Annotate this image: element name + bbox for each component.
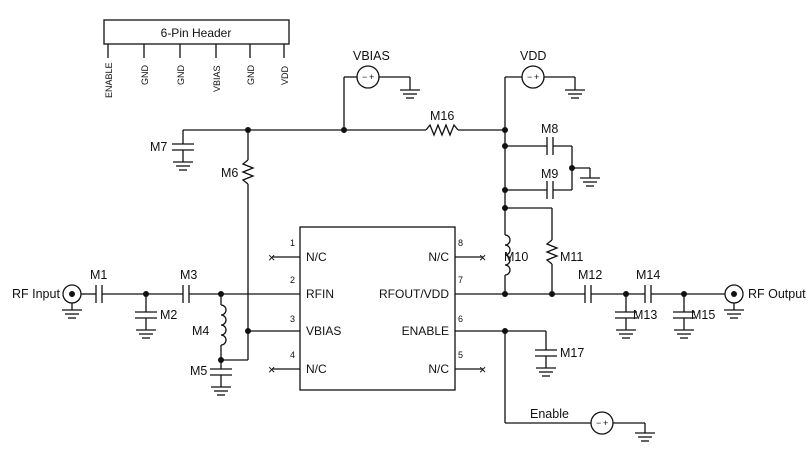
ic-pin2-name: RFIN (306, 287, 334, 301)
vbias-label: VBIAS (353, 49, 390, 63)
label-m4: M4 (192, 324, 209, 338)
label-m1: M1 (90, 268, 107, 282)
ic-pin4-num: 4 (290, 350, 295, 360)
inductor-m10 (504, 234, 511, 276)
ic-pin7-num: 7 (458, 275, 463, 285)
amplifier-ic: 1 N/C × 2 RFIN 3 VBIAS 4 N/C × 8 N/C × 7… (245, 226, 505, 391)
label-m9: M9 (541, 167, 558, 181)
header-pin-vdd: VDD (280, 65, 290, 85)
ic-pin5-num: 5 (458, 350, 463, 360)
header-title: 6-Pin Header (161, 26, 232, 40)
label-m14: M14 (636, 268, 660, 282)
ic-pin8-num: 8 (458, 238, 463, 248)
label-m6: M6 (221, 166, 238, 180)
ic-pin1-name: N/C (306, 250, 327, 264)
label-m8: M8 (541, 122, 558, 136)
label-m2: M2 (160, 308, 177, 322)
vdd-source-icon (521, 65, 545, 89)
label-m17: M17 (560, 346, 584, 360)
enable-network: M17 Enable − + (502, 328, 655, 442)
nc-x-icon: × (268, 363, 275, 377)
vbias-source-icon (356, 65, 380, 89)
label-m3: M3 (180, 268, 197, 282)
rf-output-label: RF Output (748, 287, 806, 301)
bias-rail: M16 M7 M6 (150, 109, 508, 331)
vdd-decoupling: M8 M9 (502, 122, 600, 211)
enable-source-minus: − (596, 418, 601, 428)
output-bias-network: M10 M11 (504, 207, 583, 293)
label-m7: M7 (150, 140, 167, 154)
rf-input-label: RF Input (12, 287, 60, 301)
label-m16: M16 (430, 109, 454, 123)
label-m10: M10 (504, 250, 528, 264)
vdd-source-minus: − (527, 72, 532, 82)
label-m12: M12 (578, 268, 602, 282)
header-pin-gnd-3: GND (246, 65, 256, 86)
inductor-m4 (220, 304, 227, 346)
ic-pin1-num: 1 (290, 238, 295, 248)
label-m5: M5 (190, 364, 207, 378)
vbias-source-plus: + (369, 72, 374, 82)
vdd-source-plus: + (534, 72, 539, 82)
enable-source-plus: + (603, 418, 608, 428)
label-m13: M13 (633, 308, 657, 322)
enable-source-icon (590, 411, 614, 435)
rf-input-path: RF Input M1 M2 M3 M4 (12, 268, 300, 396)
nc-x-icon: × (479, 363, 486, 377)
resistor-m11 (545, 239, 559, 265)
ic-pin3-num: 3 (290, 314, 295, 324)
vdd-label: VDD (520, 49, 546, 63)
vdd-supply: VDD − + (504, 49, 585, 130)
nc-x-icon: × (268, 251, 275, 265)
header-pin-enable: ENABLE (104, 62, 114, 98)
enable-label: Enable (530, 407, 569, 421)
header-pin-gnd-1: GND (140, 65, 150, 86)
ic-pin6-num: 6 (458, 314, 463, 324)
ic-pin2-num: 2 (290, 275, 295, 285)
vbias-supply: VBIAS − + (343, 49, 420, 130)
header-pin-vbias: VBIAS (212, 65, 222, 92)
label-m11: M11 (560, 250, 583, 264)
six-pin-header: 6-Pin Header ENABLE GND GND VBIAS GND VD… (103, 19, 290, 98)
ic-pin6-name: ENABLE (402, 324, 449, 338)
ic-pin3-name: VBIAS (306, 324, 341, 338)
ic-pin7-name: RFOUT/VDD (379, 287, 449, 301)
label-m15: M15 (691, 308, 715, 322)
ic-pin8-name: N/C (428, 250, 449, 264)
resistor-m6 (241, 159, 255, 185)
resistor-m16 (425, 123, 459, 137)
rf-output-path: M12 M13 M14 M15 RF Output (455, 268, 806, 339)
header-pin-gnd-2: GND (176, 65, 186, 86)
vbias-source-minus: − (362, 72, 367, 82)
ic-pin5-name: N/C (428, 362, 449, 376)
ic-pin4-name: N/C (306, 362, 327, 376)
nc-x-icon: × (479, 251, 486, 265)
